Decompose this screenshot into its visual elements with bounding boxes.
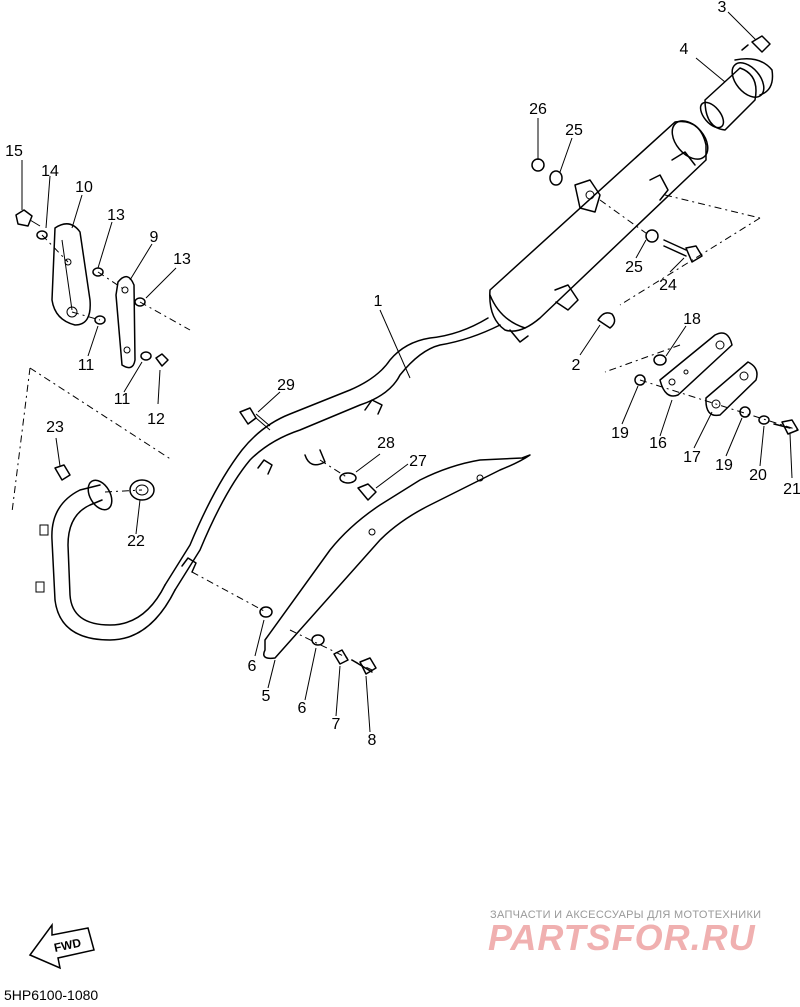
heat-protector-9: [115, 276, 136, 369]
label-8: 8: [368, 732, 377, 749]
label-14: 14: [41, 163, 59, 180]
bracket-17: [705, 361, 758, 417]
watermark-brand: PARTSFOR.RU: [488, 917, 756, 958]
label-6a: 6: [248, 658, 257, 675]
label-19b: 19: [715, 457, 733, 474]
label-9: 9: [150, 229, 159, 246]
label-13b: 13: [173, 251, 191, 268]
assembly-dash-lines: [11, 194, 799, 671]
bracket-16: [659, 332, 733, 397]
label-24: 24: [659, 277, 677, 294]
exhaust-guard: [263, 454, 531, 660]
label-16: 16: [649, 435, 667, 452]
label-5: 5: [262, 688, 271, 705]
label-4: 4: [680, 41, 689, 58]
part-labels: 1 2 3 4 5 6 6 7 8 9 10 11 11 12 13 13 14…: [5, 0, 800, 749]
label-10: 10: [75, 179, 93, 196]
label-3: 3: [718, 0, 727, 16]
label-18: 18: [683, 311, 701, 328]
leader-lines: [21, 11, 793, 733]
label-11b: 11: [114, 391, 131, 408]
fwd-label: FWD: [53, 935, 83, 954]
label-29: 29: [277, 377, 295, 394]
bolt-3: [741, 35, 771, 53]
label-2: 2: [572, 357, 581, 374]
bracket-fasteners: [634, 354, 799, 435]
diagram-code: 5HP6100-1080: [4, 987, 98, 1002]
label-7: 7: [332, 716, 341, 733]
label-23: 23: [46, 419, 64, 436]
label-25a: 25: [565, 122, 583, 139]
label-22: 22: [127, 533, 145, 550]
label-1: 1: [374, 293, 383, 310]
label-6b: 6: [298, 700, 307, 717]
label-20: 20: [749, 467, 767, 484]
tailpipe: [699, 58, 774, 131]
watermark-tagline: ЗАПЧАСТИ И АКСЕССУАРЫ ДЛЯ МОТОТЕХНИКИ: [490, 909, 761, 921]
fwd-arrow-icon: FWD: [28, 922, 95, 970]
label-11a: 11: [78, 357, 95, 374]
fasteners: [15, 158, 703, 675]
label-28: 28: [377, 435, 395, 452]
label-21: 21: [783, 481, 800, 498]
muffler: [35, 120, 709, 641]
label-26: 26: [529, 101, 547, 118]
label-13a: 13: [107, 207, 125, 224]
label-25b: 25: [625, 259, 643, 276]
label-17: 17: [683, 449, 701, 466]
heat-protector-10: [51, 223, 91, 326]
watermark: ЗАПЧАСТИ И АКСЕССУАРЫ ДЛЯ МОТОТЕХНИКИ PA…: [488, 909, 761, 958]
label-19a: 19: [611, 425, 629, 442]
label-12: 12: [147, 411, 165, 428]
label-27: 27: [409, 453, 427, 470]
label-15: 15: [5, 143, 23, 160]
